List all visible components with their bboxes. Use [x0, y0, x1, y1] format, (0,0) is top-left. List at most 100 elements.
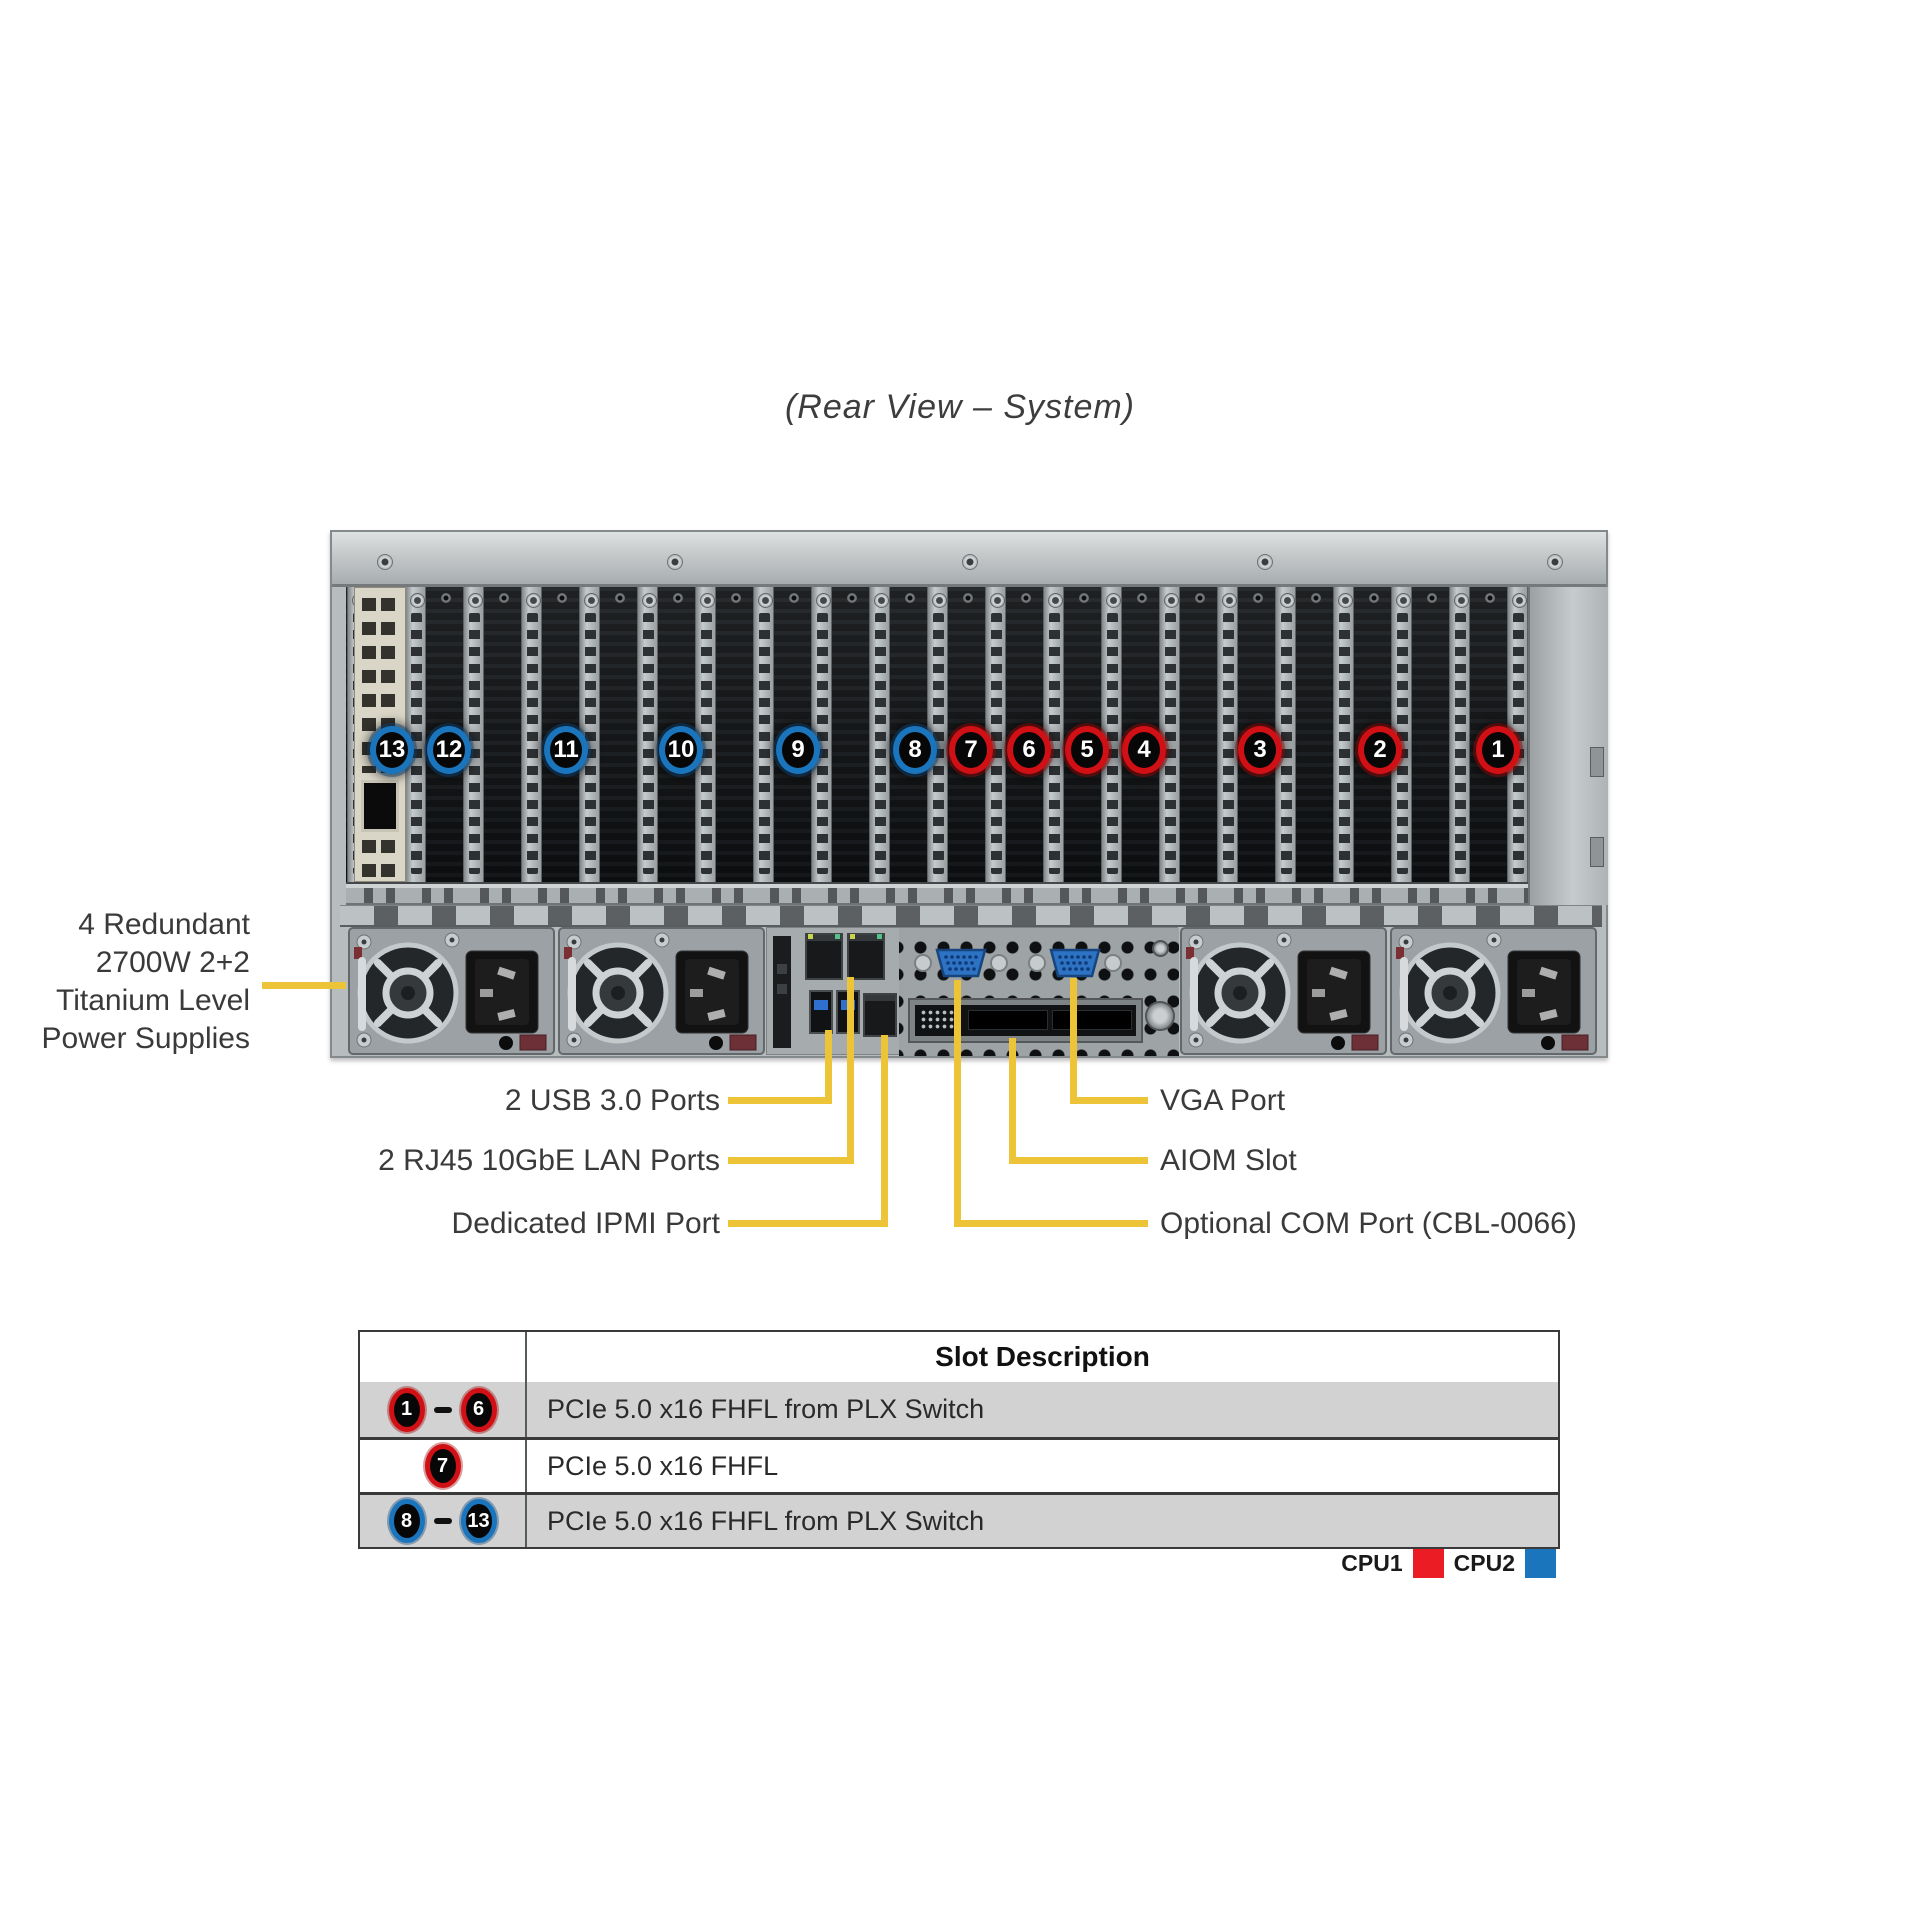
- legend-cpu1-label: CPU1: [1341, 1550, 1403, 1576]
- aiom-slot-label: AIOM Slot: [1160, 1144, 1297, 1177]
- aiom-connector: [1052, 1010, 1132, 1030]
- io-edge-connectors: [773, 936, 791, 1048]
- table-slot-badge-7: 7: [424, 1444, 461, 1488]
- slot-screw: [1485, 593, 1495, 603]
- slot-badge-8: 8: [893, 726, 937, 774]
- usb3-port-1: [809, 990, 833, 1034]
- slot-screw: [731, 593, 741, 603]
- com-callout-line: [954, 980, 961, 1227]
- table-slot-badge-6: 6: [460, 1387, 497, 1432]
- slot-screw: [847, 593, 857, 603]
- lan-callout-line: [847, 977, 854, 1164]
- com-callout-line: [954, 1220, 1148, 1227]
- slot-badge-9: 9: [776, 726, 820, 774]
- usb-ports-label: 2 USB 3.0 Ports: [504, 1084, 720, 1117]
- range-dash: [433, 1518, 452, 1524]
- psu-4: [1390, 927, 1597, 1055]
- slot-rail: [637, 587, 658, 882]
- thumbscrew: [1145, 1001, 1175, 1031]
- table-header-title: Slot Description: [935, 1341, 1150, 1372]
- bracket-port: [361, 780, 399, 832]
- com-port-connector: [913, 943, 1009, 983]
- vga-port-label: VGA Port: [1160, 1084, 1286, 1117]
- slot-screw: [1195, 593, 1205, 603]
- slot-badge-4: 4: [1122, 726, 1166, 774]
- slot-bottom-rail: [346, 882, 1528, 905]
- slot-screw: [1079, 593, 1089, 603]
- vga-callout-line: [1070, 1097, 1148, 1104]
- slot-rail: [1449, 587, 1470, 882]
- table-header-row: Slot Description: [360, 1332, 1558, 1382]
- slot-screw: [499, 593, 509, 603]
- slot-badge-12: 12: [427, 726, 471, 774]
- slot-badge-5: 5: [1065, 726, 1109, 774]
- hinge-tab: [1590, 747, 1604, 777]
- psu-label-line: Titanium Level: [56, 984, 250, 1017]
- slot-badge-13: 13: [370, 726, 414, 774]
- psu-callout-line: [262, 982, 346, 989]
- table-row-slots: 7: [360, 1440, 527, 1492]
- lip-screw: [377, 554, 393, 570]
- range-dash: [433, 1406, 452, 1413]
- slot-rail: [1159, 587, 1180, 882]
- vga-callout-line: [1070, 978, 1077, 1104]
- screw: [1152, 940, 1169, 957]
- slot-badge-1: 1: [1476, 726, 1520, 774]
- slot-badge-10: 10: [659, 726, 703, 774]
- slot-badge-7: 7: [949, 726, 993, 774]
- rj45-lan-port-1: [805, 933, 843, 980]
- slot-screw: [1021, 593, 1031, 603]
- chassis-top-lip: [332, 532, 1606, 587]
- slot-screw: [963, 593, 973, 603]
- slot-rail: [521, 587, 542, 882]
- slot-screw: [441, 593, 451, 603]
- slot-badge-2: 2: [1358, 726, 1402, 774]
- slot-description-text: PCIe 5.0 x16 FHFL from PLX Switch: [547, 1394, 985, 1424]
- aiom-connector: [968, 1010, 1048, 1030]
- lip-screw: [667, 554, 683, 570]
- legend-cpu1-swatch: [1412, 1549, 1444, 1578]
- usb-callout-line: [728, 1097, 832, 1104]
- psu-2: [558, 927, 765, 1055]
- diagram-title: (Rear View – System): [784, 388, 1136, 426]
- slot-rail: [753, 587, 774, 882]
- slot-screw: [1311, 593, 1321, 603]
- ipmi-callout-line: [728, 1220, 888, 1227]
- cpu-legend: CPU1 CPU2: [1341, 1549, 1556, 1578]
- slot-screw: [615, 593, 625, 603]
- vga-port-connector: [1027, 943, 1123, 983]
- slot-rail: [1217, 587, 1238, 882]
- slot-rail: [869, 587, 890, 882]
- psu-label-line: 4 Redundant: [78, 908, 250, 941]
- slot-rail: [927, 587, 948, 882]
- com-port-label: Optional COM Port (CBL-0066): [1160, 1207, 1577, 1240]
- slot-screw: [1253, 593, 1263, 603]
- ipmi-port-label: Dedicated IPMI Port: [451, 1207, 720, 1240]
- slot-screw: [673, 593, 683, 603]
- slot-screw: [1369, 593, 1379, 603]
- slot-description-text: PCIe 5.0 x16 FHFL from PLX Switch: [547, 1505, 985, 1536]
- ipmi-port: [863, 993, 897, 1037]
- slot-screw: [557, 593, 567, 603]
- table-badge-column-header: [360, 1332, 527, 1382]
- slot-badge-6: 6: [1007, 726, 1051, 774]
- aiom-slot-opening: [908, 998, 1143, 1043]
- lip-screw: [1257, 554, 1273, 570]
- psu-label-line: Power Supplies: [41, 1022, 250, 1055]
- slot-screw: [1427, 593, 1437, 603]
- chassis-side-panel: [1528, 587, 1608, 905]
- table-row: 7 PCIe 5.0 x16 FHFL: [360, 1437, 1558, 1492]
- psu-label-line: 2700W 2+2: [95, 946, 250, 979]
- bracket-vents: [362, 840, 398, 878]
- slot-badge-3: 3: [1238, 726, 1282, 774]
- slot-description-text: PCIe 5.0 x16 FHFL: [547, 1450, 779, 1481]
- lip-screw: [1547, 554, 1563, 570]
- slot-rail: [1275, 587, 1296, 882]
- slot-badge-11: 11: [544, 726, 588, 774]
